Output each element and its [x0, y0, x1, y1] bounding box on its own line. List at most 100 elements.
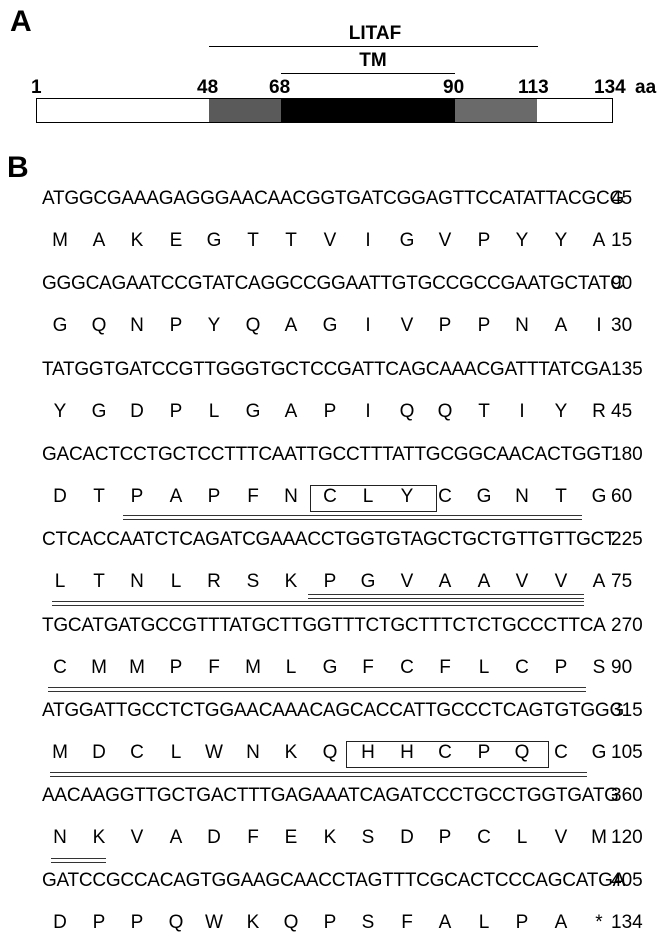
amino-acid-residue: A: [284, 401, 298, 422]
amino-acid-residue: P: [169, 315, 183, 336]
amino-acid-residue: A: [554, 912, 568, 933]
amino-acid-residue: N: [515, 486, 529, 507]
amino-acid-residue: C: [477, 827, 491, 848]
amino-acid-residue: A: [169, 486, 183, 507]
bar-litaf-left-segment: [209, 98, 281, 123]
tm-label: TM: [359, 50, 387, 71]
bar-nterm-segment: [36, 98, 210, 123]
amino-acid-residue: P: [323, 571, 337, 592]
amino-acid-residue: N: [130, 315, 144, 336]
amino-acid-residue: L: [170, 742, 182, 763]
amino-acid-residue: M: [91, 657, 107, 678]
amino-acid-residue: I: [365, 230, 371, 251]
aa-position-number: 45: [611, 401, 633, 422]
amino-acid-residue: A: [438, 912, 452, 933]
dna-sequence-row: GACACTCCTGCTCCTTTCAATTGCCTTTATTGCGGCAACA…: [42, 444, 613, 465]
amino-acid-residue: C: [130, 742, 144, 763]
dna-position-number: 315: [611, 700, 643, 721]
position-68: 68: [269, 77, 291, 98]
panel-a-label: A: [10, 5, 32, 38]
amino-acid-residue: I: [519, 401, 525, 422]
amino-acid-residue: C: [323, 486, 337, 507]
motif-box-hhcpqc: [346, 741, 549, 768]
amino-acid-residue: G: [322, 315, 338, 336]
amino-acid-residue: P: [323, 401, 337, 422]
underline-row5-top: [308, 594, 584, 599]
dna-sequence-row: AACAAGGTTGCTGACTTTGAGAAATCAGATCCCTGCCTGG…: [42, 785, 619, 806]
amino-acid-residue: Q: [514, 742, 530, 763]
amino-acid-residue: C: [438, 742, 452, 763]
position-113: 113: [518, 77, 549, 98]
aa-position-number: 60: [611, 486, 633, 507]
amino-acid-residue: G: [476, 486, 492, 507]
amino-acid-residue: V: [515, 571, 529, 592]
amino-acid-residue: Y: [515, 230, 529, 251]
bar-litaf-right-segment: [455, 98, 538, 123]
amino-acid-residue: D: [400, 827, 414, 848]
amino-acid-residue: N: [515, 315, 529, 336]
amino-acid-residue: P: [169, 657, 183, 678]
amino-acid-residue: L: [362, 486, 374, 507]
amino-acid-residue: G: [322, 657, 338, 678]
amino-acid-residue: W: [205, 912, 223, 933]
amino-acid-residue: N: [53, 827, 67, 848]
amino-acid-residue: S: [592, 657, 606, 678]
underline-row8: [51, 858, 106, 863]
aa-position-number: 15: [611, 230, 633, 251]
amino-acid-residue: G: [91, 401, 107, 422]
amino-acid-residue: P: [323, 912, 337, 933]
litaf-label: LITAF: [348, 23, 402, 44]
amino-acid-residue: F: [439, 657, 451, 678]
amino-acid-residue: F: [401, 912, 413, 933]
amino-acid-residue: Y: [554, 401, 568, 422]
dna-sequence-row: ATGGATTGCCTCTGGAACAAACAGCACCATTGCCCTCAGT…: [42, 700, 624, 721]
amino-acid-residue: G: [591, 486, 607, 507]
amino-acid-residue: A: [438, 571, 452, 592]
underline-row5-b: [308, 601, 584, 606]
panel-b-label: B: [7, 151, 29, 184]
amino-acid-residue: A: [554, 315, 568, 336]
amino-acid-residue: Q: [245, 315, 261, 336]
amino-acid-residue: P: [477, 742, 491, 763]
amino-acid-residue: L: [516, 827, 528, 848]
amino-acid-residue: L: [208, 401, 220, 422]
amino-acid-residue: P: [438, 315, 452, 336]
amino-acid-residue: D: [130, 401, 144, 422]
amino-acid-residue: P: [130, 486, 144, 507]
position-134: 134: [594, 77, 626, 98]
amino-acid-residue: S: [361, 912, 375, 933]
amino-acid-residue: R: [592, 401, 606, 422]
amino-acid-residue: C: [400, 657, 414, 678]
amino-acid-residue: F: [247, 827, 259, 848]
amino-acid-residue: D: [53, 912, 67, 933]
amino-acid-residue: L: [478, 912, 490, 933]
amino-acid-residue: D: [53, 486, 67, 507]
amino-acid-residue: C: [515, 657, 529, 678]
amino-acid-residue: T: [555, 486, 567, 507]
amino-acid-residue: R: [207, 571, 221, 592]
amino-acid-residue: S: [361, 827, 375, 848]
amino-acid-residue: K: [246, 912, 260, 933]
dna-sequence-row: ATGGCGAAAGAGGGAACAACGGTGATCGGAGTTCCATATT…: [42, 188, 625, 209]
amino-acid-residue: A: [477, 571, 491, 592]
position-1: 1: [31, 77, 42, 98]
amino-acid-residue: L: [54, 571, 66, 592]
amino-acid-residue: T: [247, 230, 259, 251]
position-90: 90: [443, 77, 465, 98]
amino-acid-residue: P: [515, 912, 529, 933]
amino-acid-residue: G: [206, 230, 222, 251]
dna-position-number: 180: [611, 444, 643, 465]
amino-acid-residue: E: [284, 827, 298, 848]
amino-acid-residue: *: [595, 912, 603, 933]
amino-acid-residue: N: [284, 486, 298, 507]
aa-position-number: 30: [611, 315, 633, 336]
amino-acid-residue: Q: [437, 401, 453, 422]
amino-acid-residue: I: [365, 315, 371, 336]
amino-acid-residue: C: [438, 486, 452, 507]
underline-row4: [123, 515, 582, 520]
amino-acid-residue: G: [399, 230, 415, 251]
amino-acid-residue: P: [477, 230, 491, 251]
aa-position-number: 120: [611, 827, 643, 848]
dna-sequence-row: GGGCAGAATCCGTATCAGGCCGGAATTGTGCCGCCGAATG…: [42, 273, 624, 294]
underline-row5-a: [52, 601, 308, 606]
